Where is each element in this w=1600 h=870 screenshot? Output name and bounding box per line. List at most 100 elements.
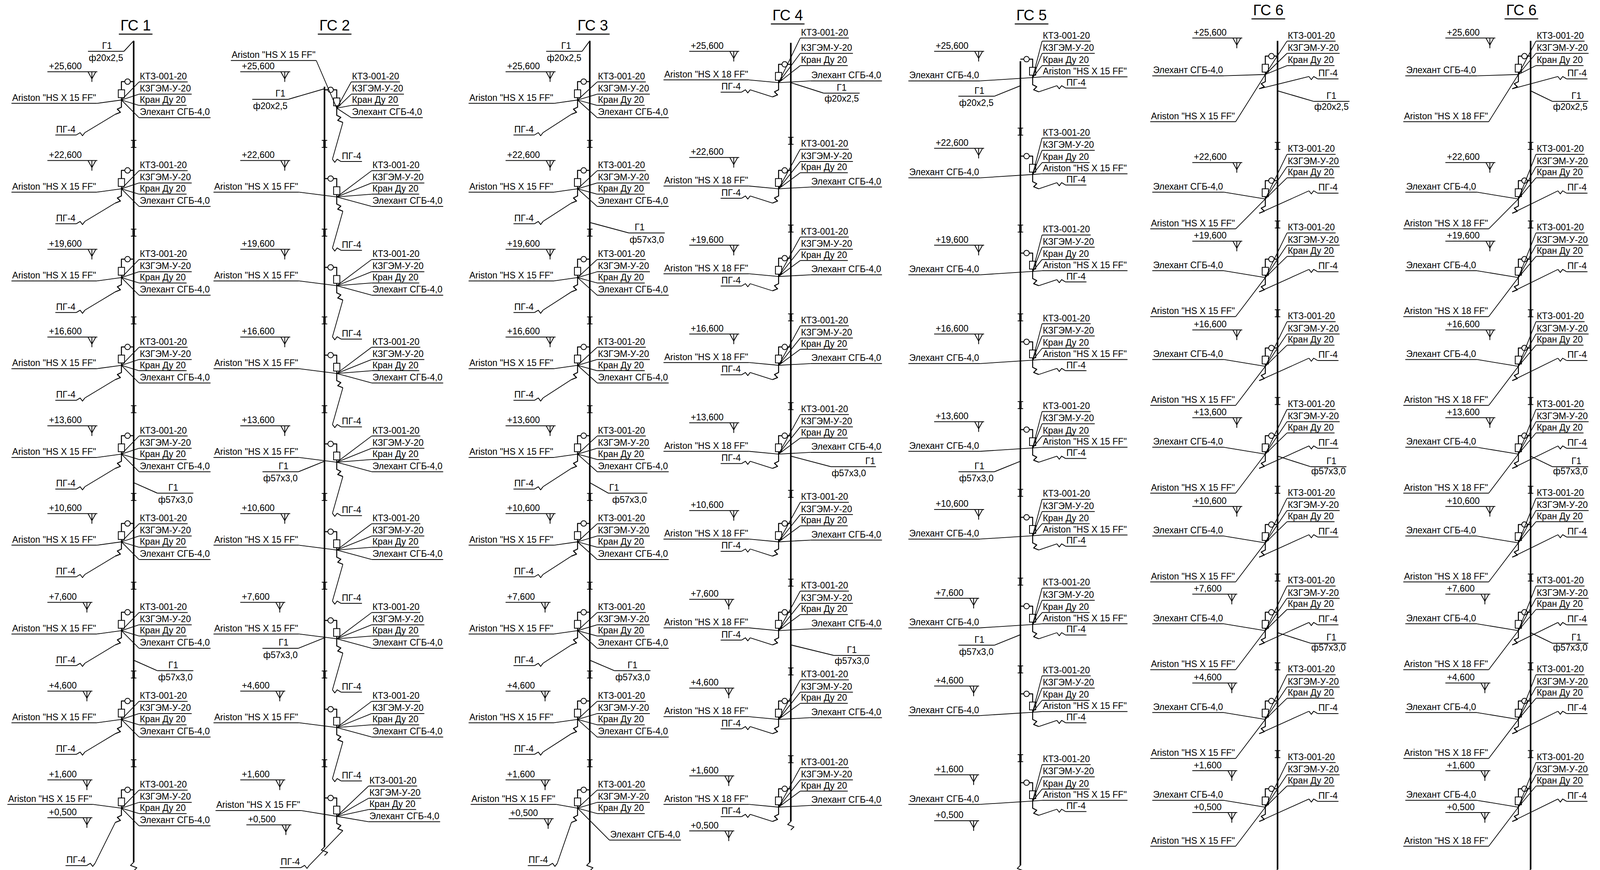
callout-underline (800, 514, 854, 515)
elevation-mark: +4,600 (241, 681, 270, 691)
elevation-tick (549, 425, 551, 436)
insulating-joint-callout: КЗГЭМ-У-20 (372, 172, 424, 182)
stove-symbol (1309, 269, 1318, 273)
pipe-joint-mark (1019, 578, 1022, 586)
callout-underline (11, 544, 97, 546)
callout-underline (371, 559, 444, 560)
elevation-tick (279, 691, 280, 702)
gas-riser (1276, 40, 1279, 870)
callout-underline (720, 463, 742, 465)
callout-underline (663, 716, 749, 718)
appliance-branch (1259, 612, 1278, 646)
gas-cock-callout: Кран Ду 20 (1042, 426, 1089, 436)
pipe-joint-mark (321, 500, 328, 501)
elevation-line (934, 147, 985, 149)
callout-leader (1512, 711, 1559, 734)
meter-symbol (574, 443, 581, 452)
callout-leader (332, 299, 343, 337)
pipe-joint-mark (132, 759, 135, 767)
gas-cock-callout: Кран Ду 20 (597, 95, 644, 105)
callout-leader (748, 362, 779, 366)
callout-leader (1265, 41, 1287, 75)
callout-underline (1286, 521, 1335, 522)
callout-underline (351, 117, 423, 119)
callout-leader (1265, 333, 1287, 367)
boiler-callout: Ariston "HS X 15 FF" (1042, 260, 1127, 270)
pipe-label-line (262, 471, 299, 472)
callout-underline (597, 789, 646, 791)
callout-underline (1286, 321, 1336, 323)
shutoff-valve-callout: КТЗ-001-20 (139, 160, 187, 170)
pipe-joint-mark (789, 402, 793, 410)
shutoff-valve-callout: КТЗ-001-20 (597, 426, 645, 436)
callout-leader (1032, 688, 1043, 713)
callout-underline (139, 170, 188, 172)
callout-underline (1152, 191, 1224, 193)
callout-leader (748, 451, 779, 454)
callout-leader (778, 603, 800, 631)
elevation-line (505, 71, 556, 72)
callout-underline (371, 647, 444, 649)
callout-leader (1235, 74, 1266, 122)
callout-leader (1223, 359, 1266, 366)
callout-leader (332, 122, 343, 160)
callout-underline (513, 576, 535, 578)
callout-underline (11, 457, 97, 458)
elevation-tick (1236, 162, 1238, 173)
shutoff-valve-callout: КТЗ-001-20 (139, 71, 187, 81)
pipe-joint-mark (1274, 148, 1281, 150)
callout-leader (577, 188, 598, 207)
callout-underline (139, 801, 192, 803)
pipe-name: Г1 (1571, 91, 1582, 101)
heading-underline (1504, 18, 1539, 20)
insulating-joint-callout: КЗГЭМ-У-20 (801, 769, 853, 779)
boiler-callout: Ariston "HS X 18 FF" (664, 706, 748, 716)
boiler-callout: Ariston "HS X 18 FF" (664, 441, 748, 451)
elevation-tick (1236, 241, 1238, 252)
pipe-size: ф57x3,0 (959, 647, 994, 657)
callout-underline (800, 148, 849, 150)
callout-leader (1476, 359, 1519, 366)
gas-meter-callout: Элехант СГБ-4,0 (139, 726, 210, 736)
appliance-branch (324, 531, 343, 565)
elevation-mark: +7,600 (507, 592, 535, 602)
boiler-callout: Ariston "HS X 15 FF" (1151, 748, 1235, 758)
callout-leader (336, 547, 372, 551)
riser-heading: ГС 6 (1253, 2, 1284, 18)
pipe-size: ф20x2,5 (252, 101, 288, 111)
pipe-joint-mark (1528, 580, 1534, 582)
valve-symbol (1023, 514, 1030, 521)
insulating-joint-callout: КЗГЭМ-У-20 (597, 525, 650, 535)
pipe-joint-mark (788, 143, 794, 145)
callout-leader (543, 556, 572, 575)
stove-symbol (534, 751, 544, 756)
pipe-leader (994, 634, 1021, 646)
callout-leader (557, 822, 572, 863)
callout-leader (121, 719, 140, 738)
boiler-callout: Ariston "HS X 18 FF" (1404, 111, 1488, 121)
elevation-tick (733, 51, 735, 62)
valve-symbol (328, 617, 334, 624)
stove-symbol (741, 814, 750, 818)
callout-underline (597, 271, 650, 273)
callout-underline (1042, 498, 1091, 500)
elevation-mark: +16,600 (935, 324, 969, 334)
callout-underline (1403, 316, 1489, 318)
callout-leader (96, 719, 122, 723)
callout-leader (1235, 719, 1266, 759)
callout-leader (1265, 586, 1287, 631)
elevation-mark: +22,600 (507, 150, 540, 160)
boiler-callout: Ariston "HS X 15 FF" (1042, 437, 1127, 447)
insulating-joint-callout: КЗГЭМ-У-20 (1042, 237, 1095, 247)
callout-leader (778, 426, 800, 455)
riser-heading: ГС 6 (1506, 2, 1537, 18)
callout-underline (371, 523, 421, 525)
callout-underline (1042, 76, 1128, 78)
callout-underline (468, 191, 554, 193)
pipe-size: ф57x3,0 (263, 650, 298, 660)
pipe-joint-mark (788, 409, 794, 411)
callout-leader (1235, 277, 1266, 317)
shutoff-valve-callout: КТЗ-001-20 (801, 757, 849, 767)
callout-leader (1512, 798, 1559, 822)
